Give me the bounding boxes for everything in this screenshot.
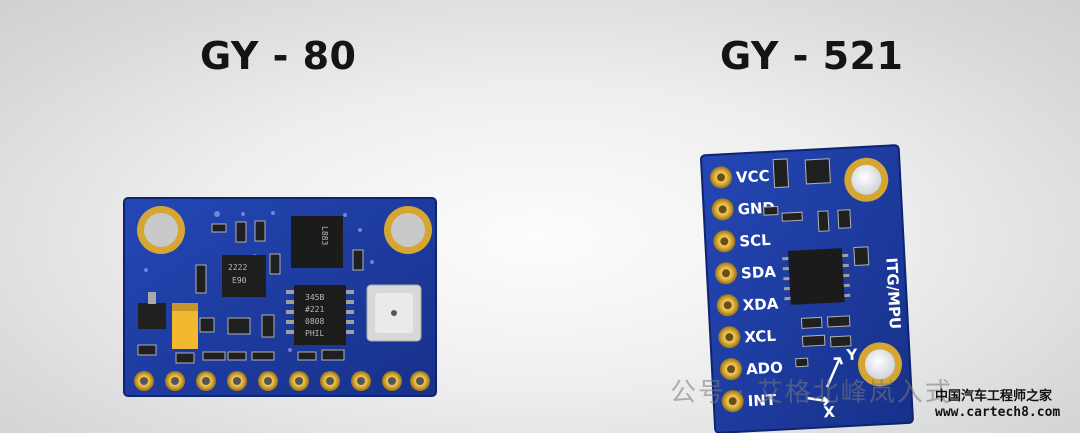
board-label: ITG/MPU — [882, 257, 904, 330]
pin-label-int: INT — [747, 391, 777, 411]
ic-chip — [294, 285, 346, 345]
svg-text:E90: E90 — [232, 276, 247, 285]
pin-label-ado: ADO — [746, 358, 784, 378]
axis-label-y: Y — [845, 345, 859, 364]
ic-chip — [222, 255, 266, 297]
watermark-overlay: 公号 · 艾格北峰岚入式 — [670, 378, 953, 408]
ic-chip — [291, 216, 343, 268]
svg-text:L883: L883 — [320, 226, 329, 245]
gy521-board: VCC GND SCL SDA XDA XCL ADO INT ITG/MPU … — [700, 144, 914, 433]
pin-label-vcc: VCC — [736, 167, 771, 187]
watermark-url: www.cartech8.com — [935, 405, 1061, 420]
gy80-board: L883 2222 E90 345B #221 0808 PHIL — [123, 197, 437, 397]
pin-label-sda: SDA — [741, 263, 777, 283]
pin-label-xcl: XCL — [744, 327, 777, 347]
svg-text:#221: #221 — [305, 305, 324, 314]
watermark-chinese: 中国汽车工程师之家 — [935, 389, 1053, 404]
svg-text:2222: 2222 — [228, 263, 247, 272]
svg-text:0808: 0808 — [305, 317, 324, 326]
gy80-title: GY - 80 — [200, 34, 357, 78]
gy521-pin-header — [709, 166, 744, 413]
gy80-pin-header — [134, 371, 430, 391]
svg-text:PHIL: PHIL — [305, 329, 324, 338]
axis-icon — [807, 357, 844, 407]
svg-text:345B: 345B — [305, 293, 324, 302]
pin-label-scl: SCL — [739, 231, 772, 251]
pin-label-xda: XDA — [742, 295, 779, 315]
gy521-title: GY - 521 — [720, 34, 904, 78]
mpu-chip — [787, 248, 845, 305]
axis-label-x: X — [823, 403, 836, 422]
